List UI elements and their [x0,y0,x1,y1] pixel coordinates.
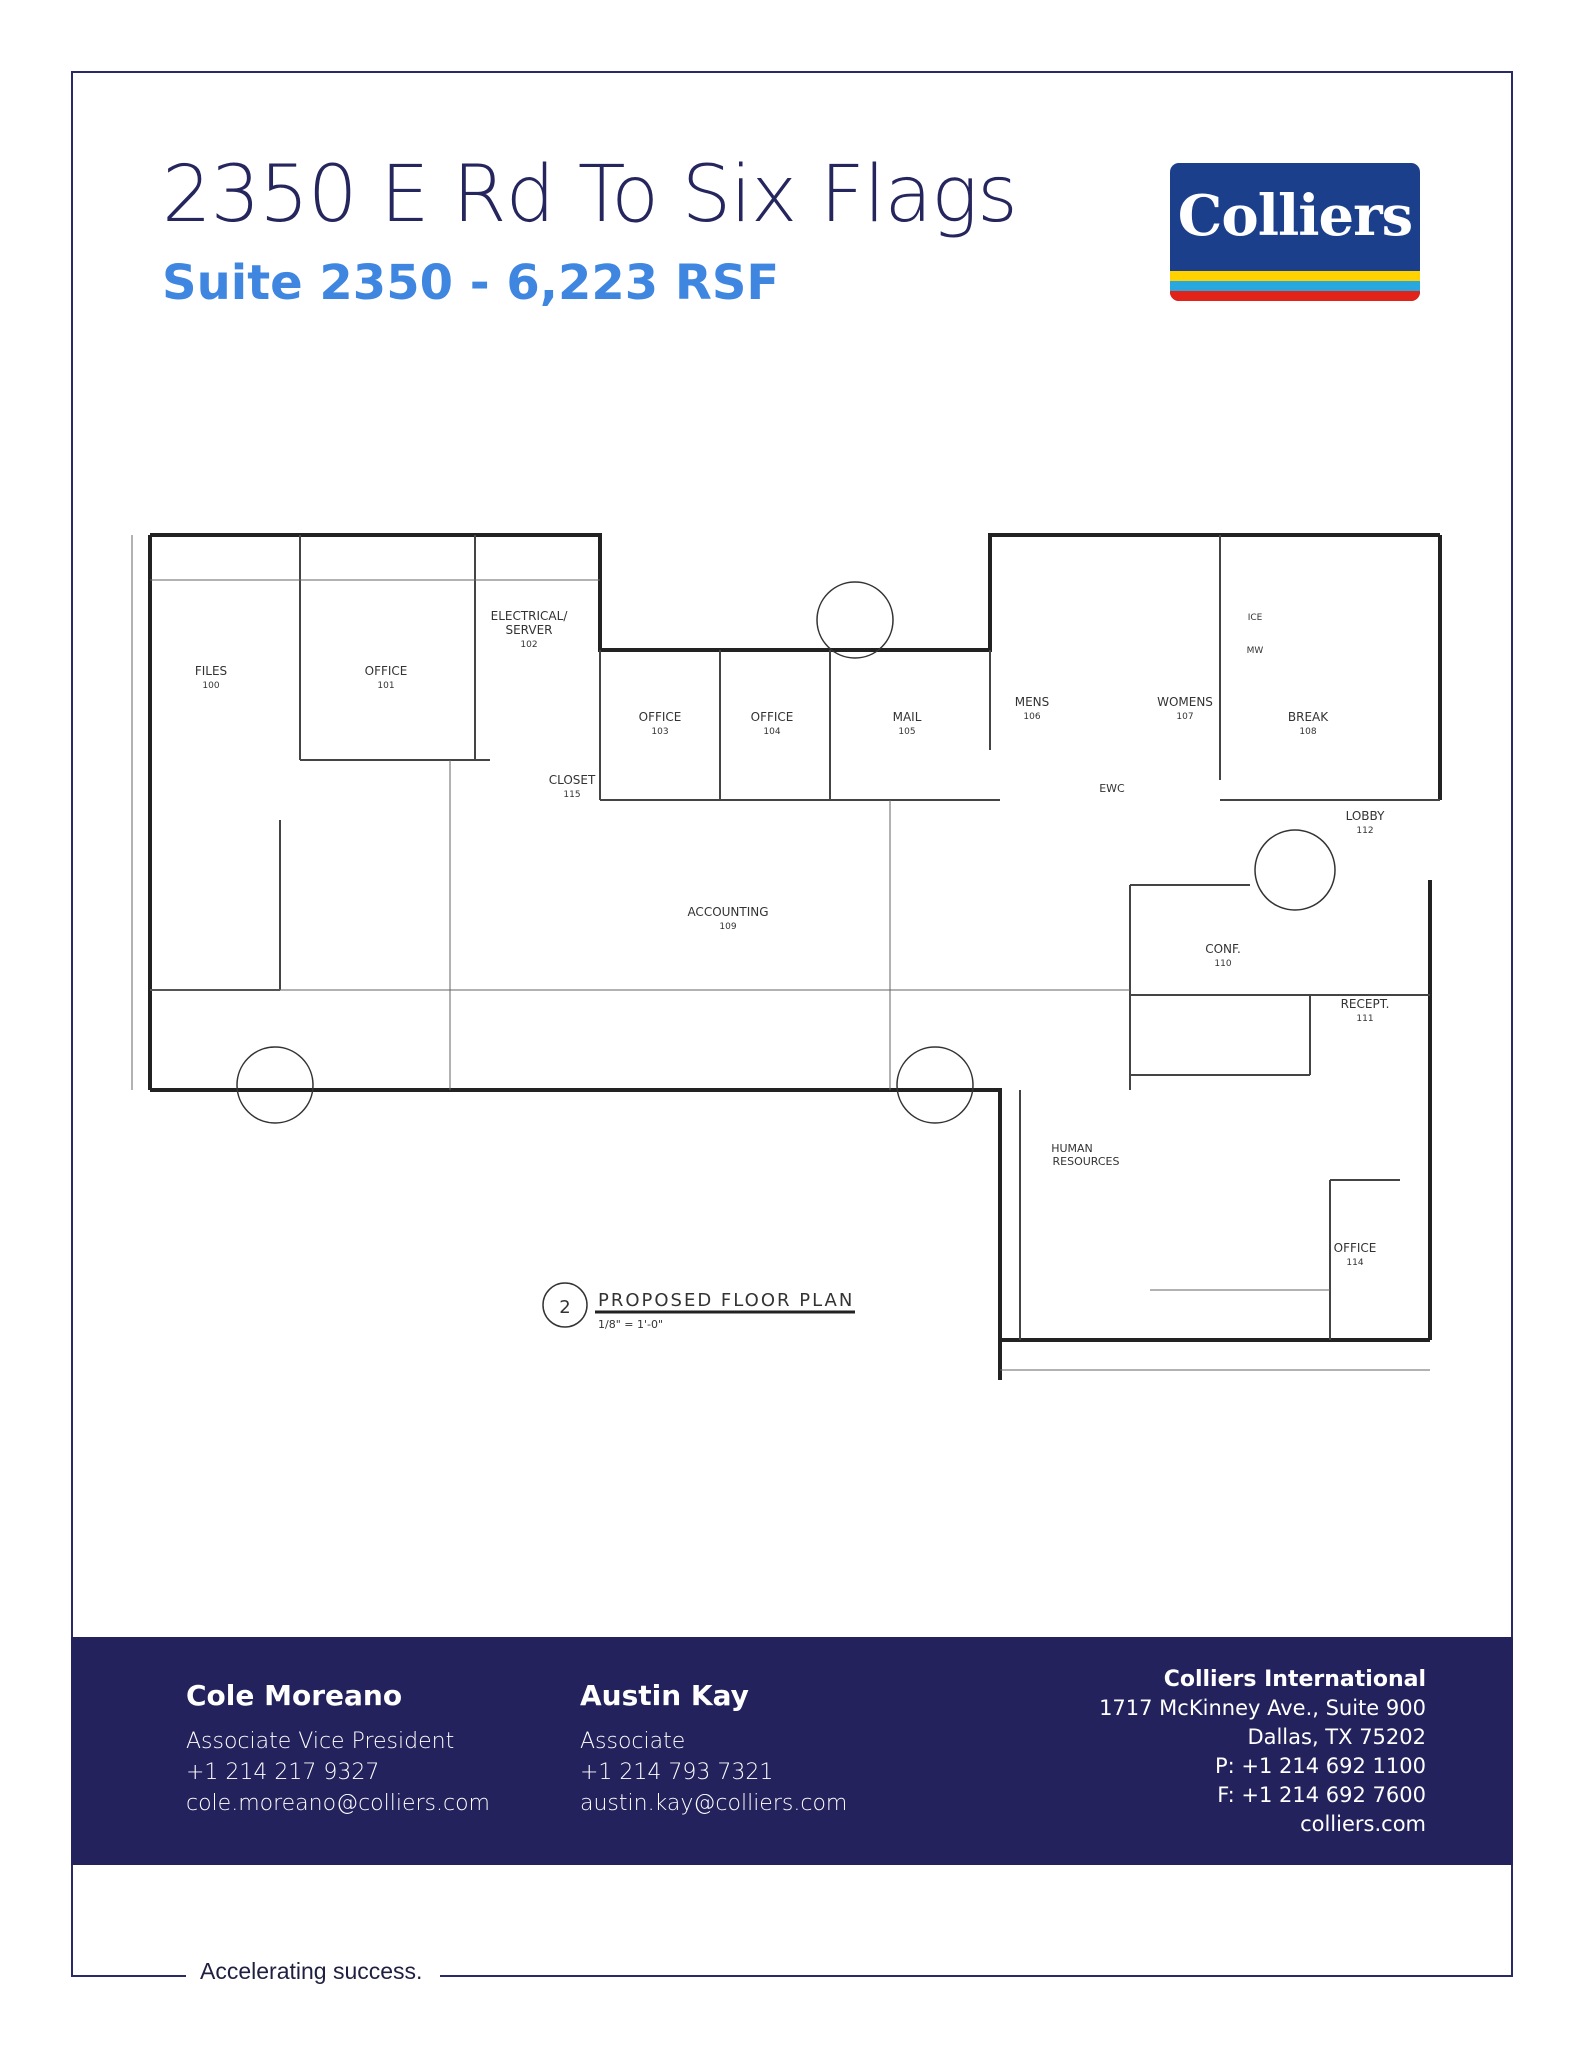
room-111-name: RECEPT. [1341,997,1390,1011]
logo-stripe-blue [1170,281,1420,291]
room-114-name: OFFICE [1334,1241,1377,1255]
room-106-number: 106 [1023,712,1040,722]
office-fax: F: +1 214 692 7600 [1217,1783,1426,1807]
caption-scale: 1/8" = 1'-0" [598,1318,663,1331]
room-110-name: CONF. [1205,942,1241,956]
room-102-name: ELECTRICAL/ [491,609,569,623]
logo-stripes [1170,271,1420,301]
plan-caption [542,1282,855,1328]
page-frame-left [71,71,73,1976]
logo-stripe-yellow [1170,271,1420,281]
room-109-name: ACCOUNTING [687,905,768,919]
room-115-number: 115 [563,790,580,800]
contact-phone[interactable]: +1 214 793 7321 [580,1760,774,1785]
room-104-name: OFFICE [751,710,794,724]
office-website-link[interactable]: colliers.com [1300,1812,1426,1836]
room-108-name: BREAK [1288,710,1329,724]
page-frame-bottom-right [440,1975,1513,1977]
label-mw: MW [1247,646,1264,656]
room-113-name2: RESOURCES [1053,1155,1120,1168]
contact-name: Cole Moreano [186,1679,403,1712]
caption-title: PROPOSED FLOOR PLAN [598,1290,854,1311]
room-110-number: 110 [1214,959,1231,969]
contact-card: Austin Kay Associate +1 214 793 7321 aus… [580,1679,847,1819]
page-title: 2350 E Rd To Six Flags [162,150,1018,240]
page-frame-bottom-left [71,1975,186,1977]
label-ice: ICE [1248,613,1263,623]
page-frame-right [1511,71,1513,1976]
room-103-name: OFFICE [639,710,682,724]
plan-interior-walls [150,535,1440,1340]
office-company: Colliers International [1163,1667,1426,1692]
room-103-number: 103 [651,727,668,737]
footer-contact-band: Cole Moreano Associate Vice President +1… [71,1637,1513,1865]
room-101-number: 101 [377,681,394,691]
room-107-name: WOMENS [1157,695,1213,709]
contact-card: Cole Moreano Associate Vice President +1… [186,1679,490,1819]
plan-dimensions [131,535,1430,1371]
colliers-logo: Colliers [1170,163,1420,301]
room-113-name: HUMAN [1051,1142,1093,1155]
office-address-block: Colliers International 1717 McKinney Ave… [1099,1665,1426,1839]
page-frame-top [71,71,1513,73]
floor-plan: 2 PROPOSED FLOOR PLAN 1/8" = 1'-0" FILES… [131,533,1442,1380]
page-subtitle: Suite 2350 - 6,223 RSF [162,255,780,311]
contact-name: Austin Kay [580,1679,749,1712]
office-address-line1: 1717 McKinney Ave., Suite 900 [1099,1696,1426,1720]
room-104-number: 104 [763,727,780,737]
room-106-name: MENS [1015,695,1050,709]
room-114-number: 114 [1346,1258,1363,1268]
room-100-name: FILES [195,664,227,678]
office-phone[interactable]: P: +1 214 692 1100 [1214,1754,1426,1778]
contact-phone[interactable]: +1 214 217 9327 [186,1760,380,1785]
contact-title: Associate Vice President [186,1729,455,1754]
contact-title: Associate [580,1729,686,1754]
room-102-number: 102 [520,640,537,650]
tagline: Accelerating success. [200,1958,423,1984]
room-100-number: 100 [202,681,219,691]
room-102-name2: SERVER [505,623,552,637]
room-115-name: CLOSET [549,773,596,787]
room-112-number: 112 [1356,826,1373,836]
room-105-number: 105 [898,727,915,737]
room-111-number: 111 [1356,1014,1373,1024]
logo-stripe-red [1170,291,1420,301]
room-105-name: MAIL [893,710,922,724]
caption-number: 2 [559,1297,570,1318]
contact-email[interactable]: cole.moreano@colliers.com [186,1791,490,1816]
plan-trees [236,581,1336,1124]
logo-text: Colliers [1177,183,1413,249]
office-address-line2: Dallas, TX 75202 [1247,1725,1426,1749]
room-109-number: 109 [719,922,736,932]
label-ewc: EWC [1099,782,1125,795]
room-107-number: 107 [1176,712,1193,722]
room-101-name: OFFICE [365,664,408,678]
plan-walls [148,533,1442,1380]
room-112-name: LOBBY [1346,809,1386,823]
room-108-number: 108 [1299,727,1316,737]
contact-email[interactable]: austin.kay@colliers.com [580,1791,848,1816]
